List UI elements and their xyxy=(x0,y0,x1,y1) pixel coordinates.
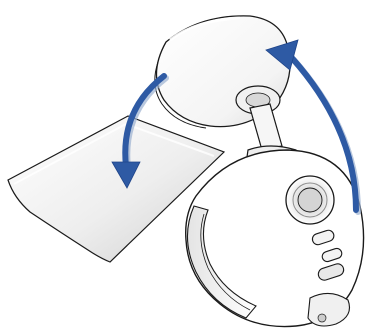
camera-base-icon xyxy=(186,150,364,327)
